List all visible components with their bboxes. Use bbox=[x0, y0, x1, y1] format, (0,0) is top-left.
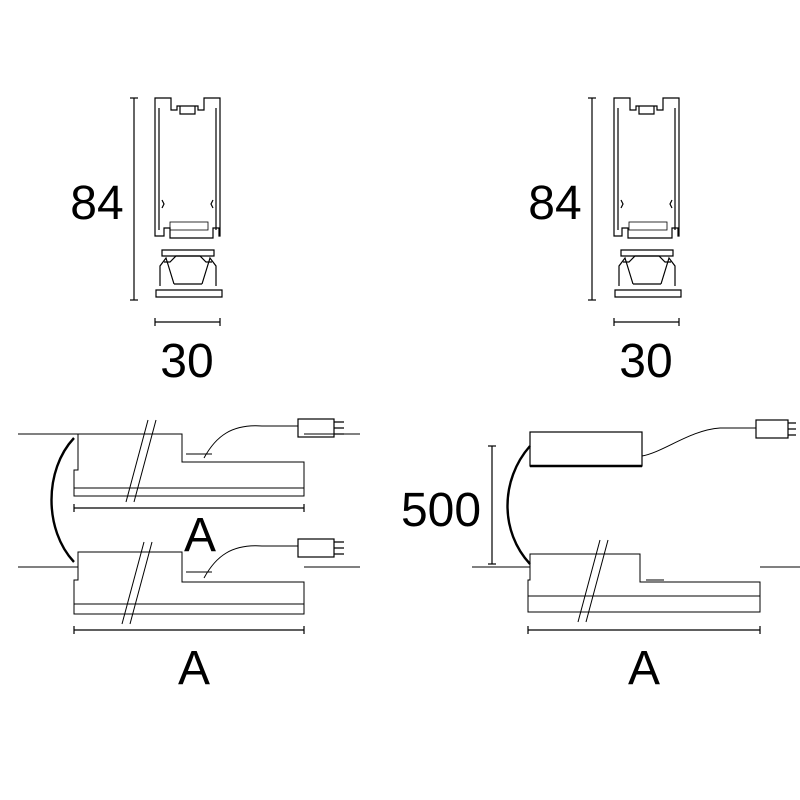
side-view-right-driver-box bbox=[529, 431, 643, 467]
profile-left-height-label: 84 bbox=[70, 177, 123, 230]
side-view-right-arc bbox=[506, 445, 531, 565]
profile-right-housing bbox=[613, 97, 680, 239]
side-view-bottom-left-length-label: A bbox=[178, 642, 210, 695]
side-view-top-left bbox=[18, 418, 360, 563]
side-view-right-length-label: A bbox=[628, 642, 660, 695]
side-view-top-left-housing bbox=[73, 433, 305, 497]
side-view-right-connector bbox=[755, 419, 789, 439]
profile-left-optic bbox=[161, 249, 215, 257]
side-view-right bbox=[472, 419, 800, 634]
side-view-top-left-length-label: A bbox=[184, 509, 216, 562]
side-view-right-housing bbox=[527, 553, 761, 613]
profile-left bbox=[130, 97, 223, 326]
side-view-bottom-left-housing bbox=[73, 551, 305, 615]
side-view-bottom-left-connector bbox=[297, 538, 335, 558]
profile-left-width-label: 30 bbox=[160, 335, 213, 388]
profile-left-housing bbox=[154, 97, 221, 239]
side-view-bottom-left bbox=[18, 538, 360, 634]
profile-right-optic bbox=[620, 249, 674, 257]
profile-right-width-label: 30 bbox=[619, 335, 672, 388]
profile-right bbox=[588, 97, 682, 326]
side-view-top-left-arc bbox=[50, 437, 75, 563]
profile-right-height-label: 84 bbox=[528, 177, 581, 230]
side-view-right-height-label: 500 bbox=[401, 484, 481, 537]
